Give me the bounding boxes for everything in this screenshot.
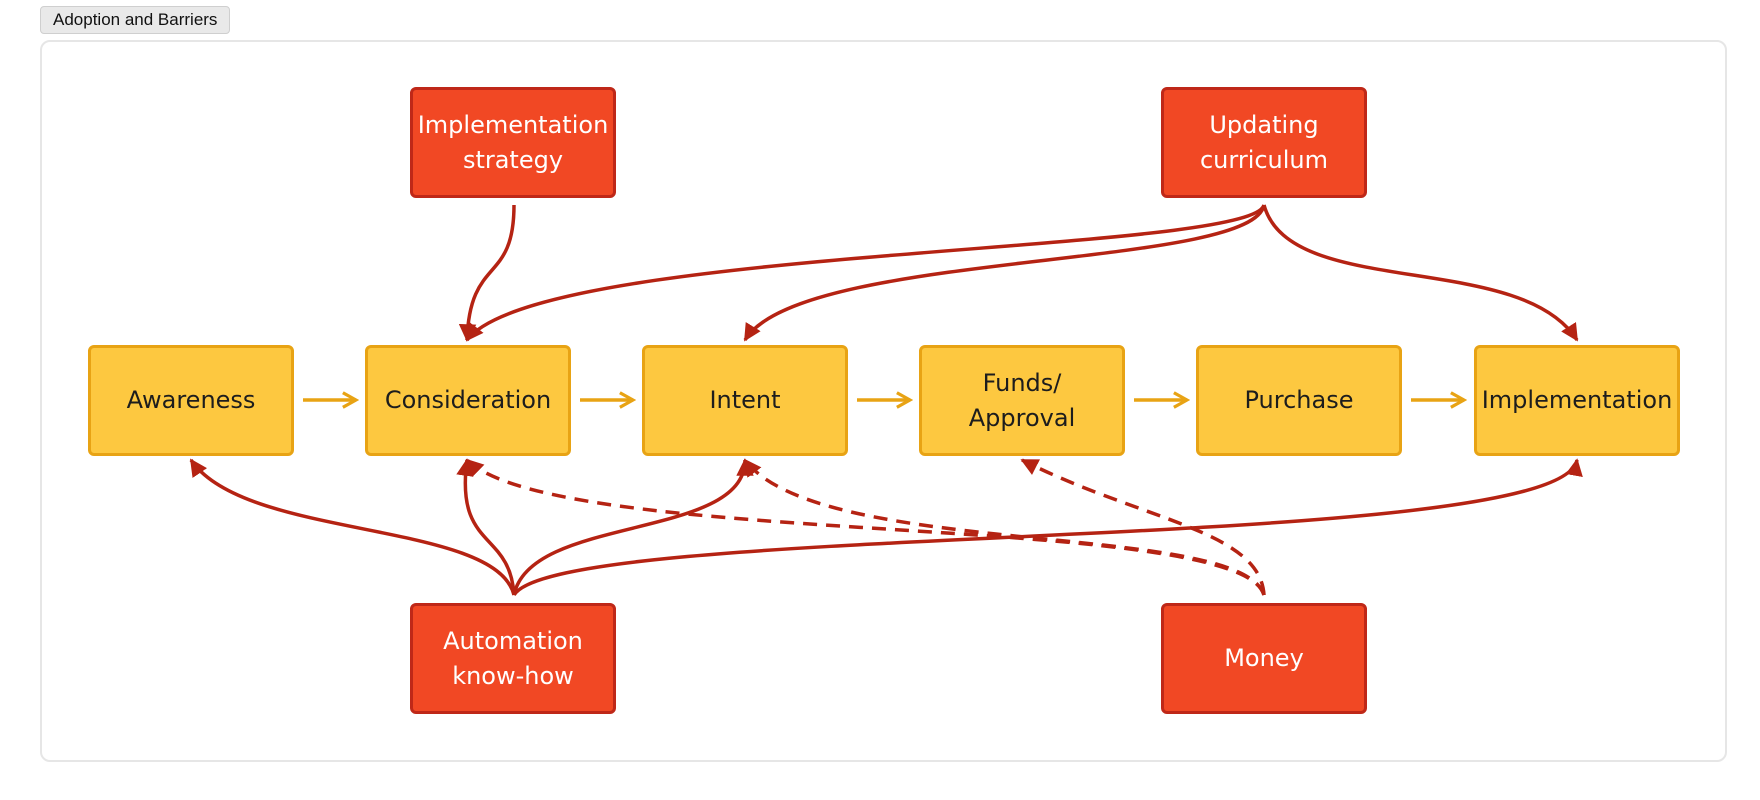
stage-implementation[interactable]: Implementation <box>1474 345 1680 456</box>
barrier-automation-know-how[interactable]: Automation know-how <box>410 603 616 714</box>
stage-purchase[interactable]: Purchase <box>1196 345 1402 456</box>
arrow-knowhow-to-intent <box>512 458 754 596</box>
diagram-title-tab[interactable]: Adoption and Barriers <box>40 6 231 34</box>
barrier-money[interactable]: Money <box>1161 603 1367 714</box>
arrow-money-to-consideration <box>465 458 1266 596</box>
arrow-knowhow-to-consideration <box>456 458 516 596</box>
arrow-knowhow-to-implementation <box>512 458 1583 597</box>
stage-consideration[interactable]: Consideration <box>365 345 571 456</box>
barrier-updating-curriculum[interactable]: Updating curriculum <box>1161 87 1367 198</box>
arrow-curriculum-to-intent <box>743 204 1266 342</box>
money-arrows <box>465 458 1266 596</box>
barrier-arrows <box>189 204 1583 597</box>
arrow-money-to-funds <box>1020 458 1266 596</box>
arrow-curriculum-to-consideration <box>465 204 1266 342</box>
barrier-implementation-strategy[interactable]: Implementation strategy <box>410 87 616 198</box>
stage-funds-approval[interactable]: Funds/ Approval <box>919 345 1125 456</box>
arrow-knowhow-to-awareness <box>189 458 516 596</box>
stage-awareness[interactable]: Awareness <box>88 345 294 456</box>
arrow-curriculum-to-implementation <box>1262 204 1579 342</box>
arrow-strategy-to-consideration <box>458 204 516 342</box>
stage-intent[interactable]: Intent <box>642 345 848 456</box>
